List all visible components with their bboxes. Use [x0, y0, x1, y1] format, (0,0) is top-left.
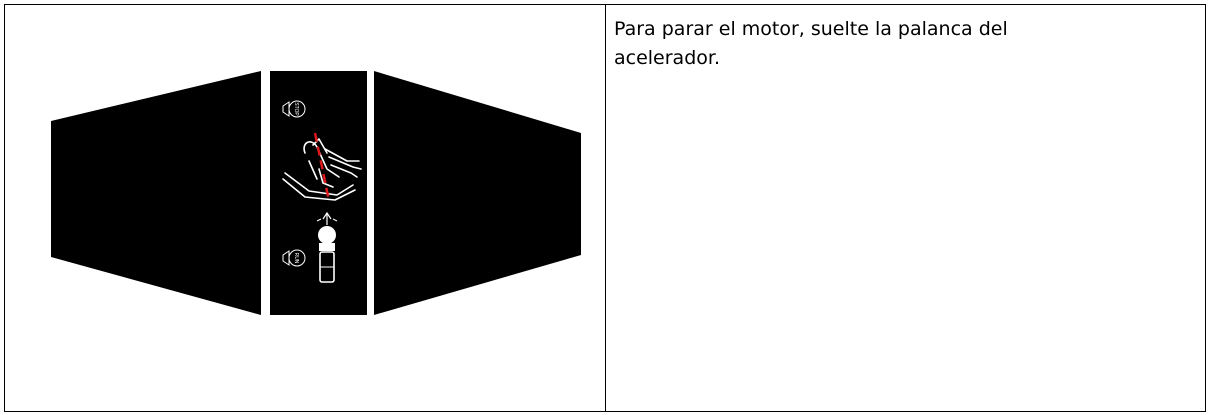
instruction-text: Para parar el motor, suelte la palanca d…: [614, 18, 1008, 69]
run-icon: RUN: [282, 249, 306, 267]
decal-right-panel: [374, 71, 581, 315]
release-indicator-line: [313, 132, 331, 202]
throttle-decal-image: STOP: [51, 71, 581, 315]
run-label: RUN: [293, 253, 299, 264]
table-row: STOP: [4, 4, 1206, 412]
stop-icon: STOP: [282, 100, 306, 118]
instruction-table: STOP: [4, 4, 1206, 412]
stop-label: STOP: [293, 102, 299, 116]
text-cell: Para parar el motor, suelte la palanca d…: [605, 4, 1206, 412]
image-cell: STOP: [4, 4, 606, 412]
throttle-body-icon: [316, 211, 338, 283]
decal-left-panel: [51, 71, 261, 315]
